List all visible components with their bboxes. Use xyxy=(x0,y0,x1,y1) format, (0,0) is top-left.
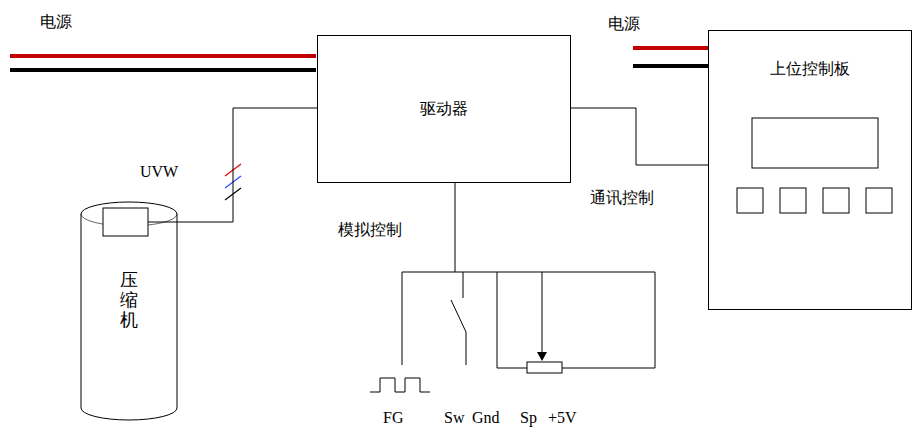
node-text: 驱动器 xyxy=(420,99,468,118)
signal-name: +5V xyxy=(548,408,577,427)
power-wire-red xyxy=(10,54,316,58)
phase-label: UVW xyxy=(140,162,178,181)
signal-name: Sp xyxy=(520,408,537,427)
resistor-symbol xyxy=(527,362,562,373)
button xyxy=(780,188,806,213)
button xyxy=(823,188,849,213)
pulse-symbol xyxy=(370,378,430,392)
button xyxy=(737,188,763,213)
wiper-arrow xyxy=(537,352,547,361)
power-wire-black xyxy=(10,68,316,72)
display xyxy=(752,118,878,168)
power-wire-red xyxy=(633,46,708,50)
driver-box: 驱动器 xyxy=(317,35,571,183)
signal-name: FG xyxy=(383,408,403,427)
signal-name: Gnd xyxy=(472,408,500,427)
signal-name: Sw xyxy=(444,408,464,427)
edge-label: 通讯控制 xyxy=(590,188,654,207)
button xyxy=(866,188,892,213)
connector xyxy=(571,108,708,165)
control-board: 上位控制板 xyxy=(708,30,912,310)
node-text: 上位控制板 xyxy=(770,59,850,78)
node-text: 压缩机 xyxy=(120,270,138,329)
label: 电源 xyxy=(40,12,72,31)
connector xyxy=(178,108,317,222)
power-wire-black xyxy=(633,64,708,68)
analog-circuit xyxy=(402,183,655,368)
label: 模拟控制 xyxy=(338,220,402,239)
label: 电源 xyxy=(608,14,640,33)
compressor-cylinder: 压缩机 xyxy=(80,200,178,422)
